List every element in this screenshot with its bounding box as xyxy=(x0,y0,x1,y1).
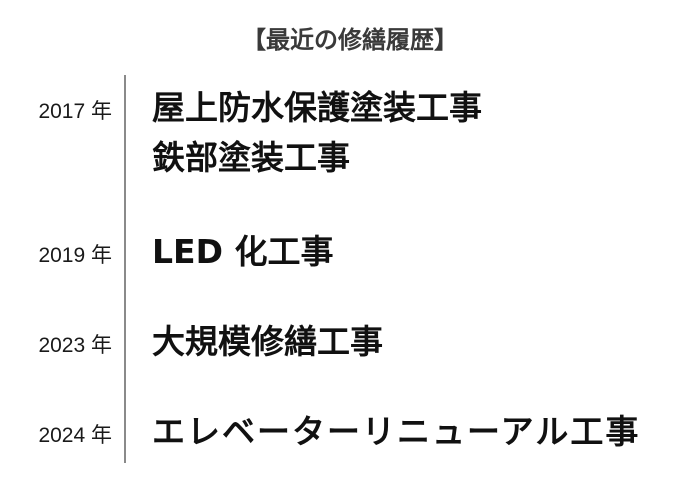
page-title: 【最近の修繕履歴】 xyxy=(242,26,458,54)
entry-works: LED 化工事 xyxy=(152,227,333,277)
work-item: 大規模修繕工事 xyxy=(152,322,383,361)
entry-year: 2019 年 xyxy=(38,244,112,267)
entry-works: 屋上防水保護塗装工事 鉄部塗装工事 xyxy=(152,83,482,183)
work-item: エレベーターリニューアル工事 xyxy=(152,412,641,451)
entry-year: 2017 年 xyxy=(38,100,112,123)
work-item: 屋上防水保護塗装工事 xyxy=(152,88,482,127)
work-item: LED 化工事 xyxy=(152,232,334,271)
entry-works: 大規模修繕工事 xyxy=(152,317,383,367)
timeline-divider xyxy=(124,75,126,463)
entry-year: 2024 年 xyxy=(38,424,112,447)
entry-year: 2023 年 xyxy=(38,334,112,357)
work-item: 鉄部塗装工事 xyxy=(152,138,350,177)
entry-works: エレベーターリニューアル工事 xyxy=(152,407,640,457)
